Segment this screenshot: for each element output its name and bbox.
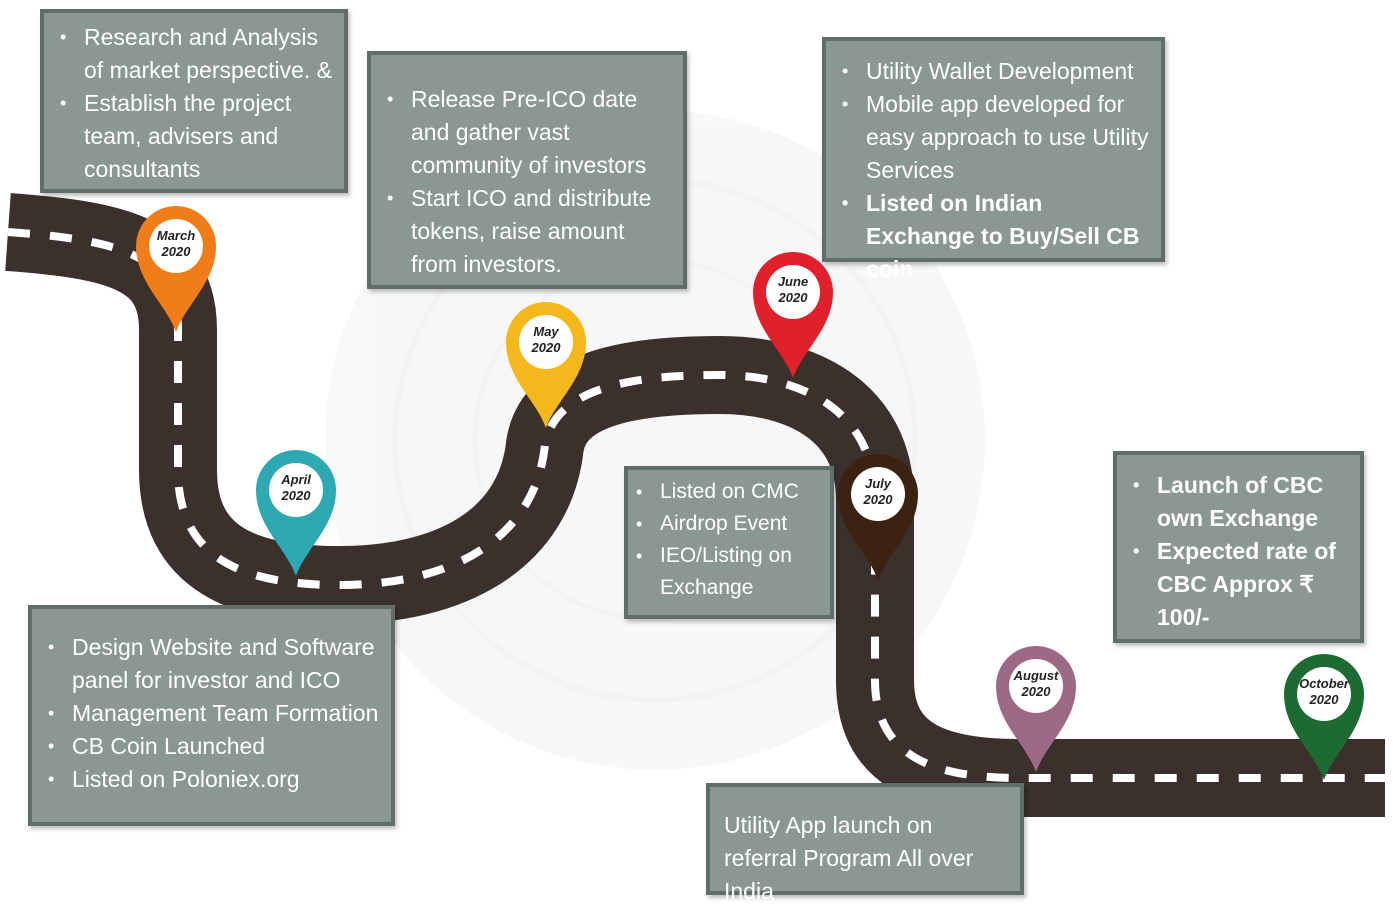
june-milestone-list: Utility Wallet Development Mobile app de… <box>840 55 1151 286</box>
list-item: Management Team Formation <box>48 697 381 730</box>
pin-label-circle <box>1297 667 1351 721</box>
list-item: Establish the project team, advisers and… <box>60 87 334 186</box>
july-milestone-box: Listed on CMC Airdrop Event IEO/Listing … <box>624 466 834 619</box>
map-pin-august: August 2020 <box>996 646 1076 772</box>
milestone-text: Utility App launch on referral Program A… <box>724 812 974 904</box>
pin-label-circle <box>269 463 323 517</box>
map-pin-march: March 2020 <box>136 206 216 332</box>
march-milestone-list: Research and Analysis of market perspect… <box>58 21 334 186</box>
pin-label-circle <box>1009 659 1063 713</box>
may-milestone-box: Release Pre-ICO date and gather vast com… <box>367 51 687 289</box>
pin-year: 2020 <box>161 244 192 259</box>
may-milestone-list: Release Pre-ICO date and gather vast com… <box>385 83 673 281</box>
pin-month: March <box>157 228 195 243</box>
pin-label-circle <box>149 219 203 273</box>
pin-year: 2020 <box>778 290 809 305</box>
map-pin-october: October 2020 <box>1284 654 1364 780</box>
list-item: CB Coin Launched <box>48 730 381 763</box>
pin-year: 2020 <box>281 488 312 503</box>
pin-month: August <box>1013 668 1059 683</box>
pin-month: July <box>865 476 892 491</box>
list-item: Utility Wallet Development <box>842 55 1151 88</box>
list-item: Airdrop Event <box>636 508 822 540</box>
list-item: Design Website and Software panel for in… <box>48 631 381 697</box>
list-item: Research and Analysis of market perspect… <box>60 21 334 87</box>
pin-month: June <box>778 274 808 289</box>
list-item: Mobile app developed for easy approach t… <box>842 88 1151 187</box>
list-item: Listed on CMC <box>636 476 822 508</box>
list-item: IEO/Listing on Exchange <box>636 540 822 604</box>
october-milestone-box: Launch of CBC own Exchange Expected rate… <box>1113 451 1364 643</box>
list-item: Listed on Indian Exchange to Buy/Sell CB… <box>842 187 1151 286</box>
pin-year: 2020 <box>863 492 894 507</box>
july-milestone-list: Listed on CMC Airdrop Event IEO/Listing … <box>634 476 822 604</box>
map-pin-april: April 2020 <box>256 450 336 576</box>
list-item: Start ICO and distribute tokens, raise a… <box>387 182 673 281</box>
map-pin-may: May 2020 <box>506 302 586 428</box>
list-item: Release Pre-ICO date and gather vast com… <box>387 83 673 182</box>
pin-label-circle <box>851 467 905 521</box>
pin-label-circle <box>519 315 573 369</box>
august-milestone-box: Utility App launch on referral Program A… <box>706 783 1024 904</box>
april-milestone-list: Design Website and Software panel for in… <box>46 631 381 796</box>
pin-year: 2020 <box>1309 692 1340 707</box>
list-item: Listed on Poloniex.org <box>48 763 381 796</box>
road-center-stripe <box>7 228 1385 782</box>
march-milestone-box: Research and Analysis of market perspect… <box>40 9 348 193</box>
list-item: Launch of CBC own Exchange <box>1133 469 1350 535</box>
pin-month: April <box>280 472 311 487</box>
april-milestone-box: Design Website and Software panel for in… <box>28 605 395 826</box>
pin-year: 2020 <box>1021 684 1052 699</box>
pin-year: 2020 <box>531 340 562 355</box>
june-milestone-box: Utility Wallet Development Mobile app de… <box>822 37 1165 282</box>
august-milestone-list: Utility App launch on referral Program A… <box>724 809 1010 908</box>
map-pin-july: July 2020 <box>838 454 918 580</box>
october-milestone-list: Launch of CBC own Exchange Expected rate… <box>1131 469 1350 634</box>
pin-label-circle <box>766 265 820 319</box>
pin-month: October <box>1299 676 1350 691</box>
pin-month: May <box>533 324 559 339</box>
map-pin-june: June 2020 <box>753 252 833 378</box>
list-item: Expected rate of CBC Approx ₹ 100/- <box>1133 535 1350 634</box>
